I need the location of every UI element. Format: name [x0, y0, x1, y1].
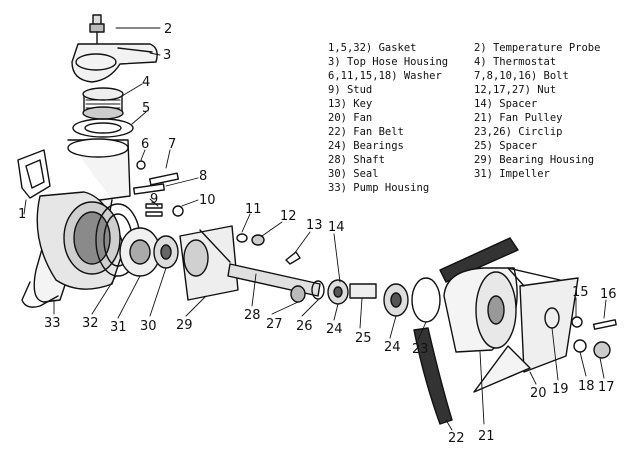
- callout-23: 23: [412, 342, 429, 357]
- bearing-24b-part: [383, 283, 409, 317]
- thermostat-part: [82, 87, 124, 120]
- callout-3: 3: [163, 48, 171, 63]
- callout-10: 10: [199, 193, 216, 208]
- legend-item: 29) Bearing Housing: [474, 154, 595, 166]
- callout-2: 2: [164, 22, 172, 37]
- callout-24b: 24: [326, 322, 343, 337]
- legend-item: 12,17,27) Nut: [474, 84, 557, 96]
- callout-1: 1: [18, 207, 26, 222]
- bolt-16-part: [592, 319, 617, 330]
- legend-item: 7,8,10,16) Bolt: [474, 70, 569, 82]
- callout-31: 31: [110, 320, 127, 335]
- callout-13: 13: [306, 218, 323, 233]
- fan-belt-part: [413, 237, 519, 425]
- legend-item: 20) Fan: [328, 112, 373, 124]
- callout-22: 22: [448, 431, 465, 446]
- callout-26: 26: [296, 319, 313, 334]
- callout-28: 28: [244, 308, 261, 323]
- callout-4: 4: [142, 75, 150, 90]
- spacer-25-part: [349, 283, 377, 299]
- callout-30: 30: [140, 319, 157, 334]
- parts-legend: 1,5,32) Gasket 2) Temperature Probe 3) T…: [328, 41, 628, 195]
- callout-16: 16: [600, 287, 617, 302]
- callout-5: 5: [142, 101, 150, 116]
- temperature-probe-part: [89, 14, 105, 45]
- legend-item: 30) Seal: [328, 168, 379, 180]
- legend-item: 33) Pump Housing: [328, 182, 430, 194]
- impeller-part: [119, 227, 161, 277]
- nut-12-part: [251, 234, 265, 246]
- callout-20: 20: [530, 386, 547, 401]
- bolt-8-part: [133, 183, 165, 195]
- washer-15-part: [571, 316, 583, 328]
- stud-9-part: [145, 203, 163, 217]
- legend-item: 9) Stud: [328, 84, 373, 96]
- callout-32: 32: [82, 316, 99, 331]
- circlip-23-part: [411, 277, 441, 323]
- shaft-part: [227, 263, 321, 297]
- callout-17: 17: [598, 380, 615, 395]
- callout-14: 14: [328, 220, 345, 235]
- legend-item: 22) Fan Belt: [328, 126, 404, 138]
- callout-9: 9: [150, 192, 158, 207]
- callout-29: 29: [176, 318, 193, 333]
- callout-33: 33: [44, 316, 61, 331]
- callout-7: 7: [168, 137, 176, 152]
- callout-18: 18: [578, 379, 595, 394]
- callout-25: 25: [355, 331, 372, 346]
- washer-6-part: [136, 160, 146, 170]
- bolt-7-part: [148, 172, 180, 186]
- legend-item: 14) Spacer: [474, 98, 538, 110]
- legend-item: 6,11,15,18) Washer: [328, 70, 442, 82]
- callout-6: 6: [141, 137, 149, 152]
- pump-housing-part: [21, 138, 131, 308]
- callout-24a: 24: [384, 340, 401, 355]
- callout-12: 12: [280, 209, 297, 224]
- legend-item: 4) Thermostat: [474, 56, 557, 68]
- top-hose-housing-part: [71, 43, 158, 83]
- legend-item: 24) Bearings: [328, 140, 404, 152]
- leader-lines: [23, 27, 607, 431]
- legend-item: 31) Impeller: [474, 168, 550, 180]
- washer-18-part: [573, 339, 587, 353]
- legend-item: 1,5,32) Gasket: [328, 42, 417, 54]
- key-13-part: [285, 251, 301, 265]
- fan-pulley-part: [443, 267, 518, 353]
- fan-part: [473, 267, 579, 393]
- gasket-5-part: [72, 118, 134, 138]
- legend-item: 13) Key: [328, 98, 373, 110]
- legend-item: 28) Shaft: [328, 154, 385, 166]
- callout-15: 15: [572, 285, 589, 300]
- bearing-24a-part: [327, 279, 349, 305]
- bearing-housing-part: [179, 225, 239, 301]
- circlip-26-part: [311, 280, 325, 300]
- legend-item: 3) Top Hose Housing: [328, 56, 449, 68]
- callout-11: 11: [245, 202, 262, 217]
- seal-part: [153, 235, 179, 269]
- nut-17-part: [593, 341, 611, 359]
- legend-item: 2) Temperature Probe: [474, 42, 601, 54]
- bolt-10-part: [172, 205, 184, 217]
- nut-27-part: [290, 285, 306, 303]
- washer-11-part: [236, 233, 248, 243]
- callout-27: 27: [266, 317, 283, 332]
- callout-8: 8: [199, 169, 207, 184]
- callout-21: 21: [478, 429, 495, 444]
- callout-numbers: 1 2 3 4 5 6 7 8 9 10 11 12 13 14 15 16 1…: [18, 22, 617, 446]
- legend-item: 21) Fan Pulley: [474, 112, 563, 124]
- callout-19: 19: [552, 382, 569, 397]
- legend-item: 25) Spacer: [474, 140, 538, 152]
- legend-item: 23,26) Circlip: [474, 126, 563, 138]
- gasket-1-part: [17, 149, 51, 199]
